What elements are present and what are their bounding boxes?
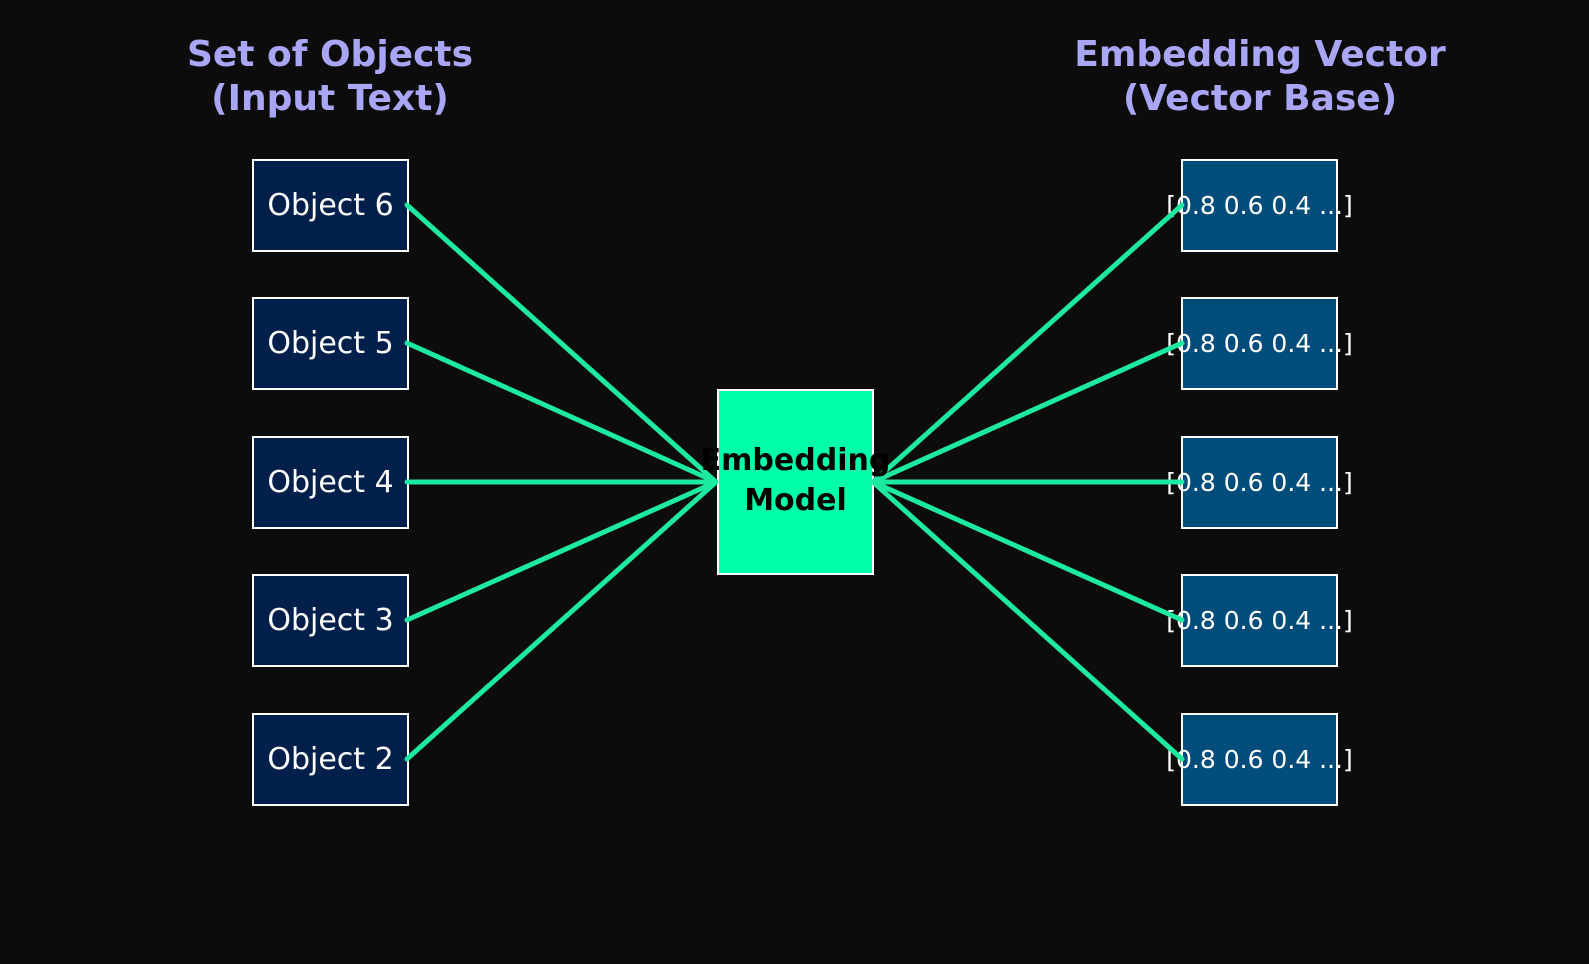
vector-label: [0.8 0.6 0.4 ...] (1166, 468, 1353, 497)
vector-label: [0.8 0.6 0.4 ...] (1166, 745, 1353, 774)
object-label: Object 6 (267, 188, 394, 223)
object-box: Object 5 (252, 297, 409, 390)
vector-box: [0.8 0.6 0.4 ...] (1166, 713, 1353, 806)
output-column-heading: Embedding Vector (Vector Base) (1010, 33, 1510, 121)
input-connector-line (404, 479, 719, 762)
vector-box: [0.8 0.6 0.4 ...] (1166, 297, 1353, 390)
input-connector-line (404, 340, 719, 485)
embedding-model-box (717, 389, 874, 575)
input-connector-line (404, 202, 719, 485)
vector-box: [0.8 0.6 0.4 ...] (1166, 436, 1353, 529)
embedding-model-label-line2: Model (744, 483, 847, 518)
input-connector-line (404, 479, 719, 623)
vector-label: [0.8 0.6 0.4 ...] (1166, 329, 1353, 358)
object-box: Object 4 (252, 436, 409, 529)
object-label: Object 5 (267, 326, 394, 361)
input-heading-line2: (Input Text) (211, 78, 449, 119)
object-box: Object 2 (252, 713, 409, 806)
output-connector-line (870, 479, 1185, 623)
vector-label: [0.8 0.6 0.4 ...] (1166, 191, 1353, 220)
object-box: Object 6 (252, 159, 409, 252)
object-box: Object 3 (252, 574, 409, 667)
input-heading-line1: Set of Objects (186, 34, 474, 75)
vector-box: [0.8 0.6 0.4 ...] (1166, 159, 1353, 252)
output-heading-line1: Embedding Vector (1074, 34, 1446, 75)
object-label: Object 4 (267, 465, 394, 500)
vector-label: [0.8 0.6 0.4 ...] (1166, 606, 1353, 635)
object-label: Object 2 (267, 742, 394, 777)
output-connector-line (870, 202, 1185, 485)
input-column-heading: Set of Objects (Input Text) (130, 33, 530, 121)
vector-box: [0.8 0.6 0.4 ...] (1166, 574, 1353, 667)
output-heading-line2: (Vector Base) (1122, 78, 1398, 119)
embedding-model-label-line1: Embedding (700, 443, 891, 478)
output-connector-line (870, 340, 1185, 485)
output-connector-line (870, 479, 1185, 762)
object-label: Object 3 (267, 603, 394, 638)
